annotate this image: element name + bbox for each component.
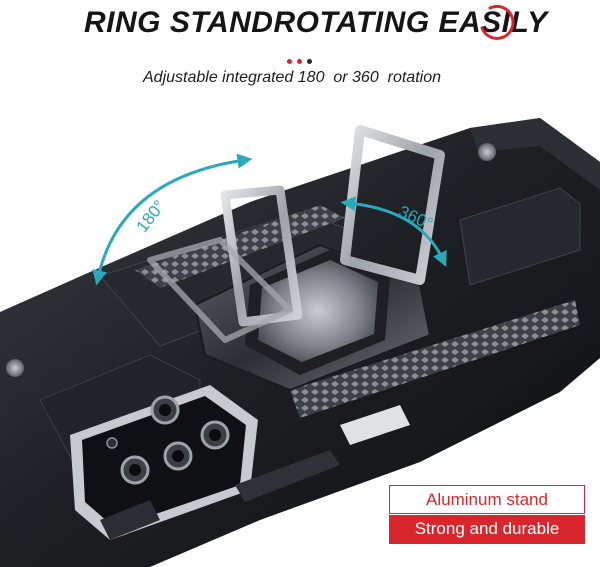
subtitle: Adjustable integrated 180 or 360 rotatio… — [143, 69, 441, 86]
dot-3 — [307, 59, 312, 64]
feature-badge-durable: Strong and durable — [389, 515, 585, 544]
product-photo: 180° 360° — [0, 118, 600, 567]
dot-1 — [287, 59, 292, 64]
angle-180-label: 180° — [133, 197, 170, 236]
decorative-dots — [287, 59, 312, 64]
feature-badge-aluminum: Aluminum stand — [389, 485, 585, 514]
page-title: RING STANDROTATING EASILY — [84, 6, 548, 39]
dot-2 — [297, 59, 302, 64]
ring-icon — [480, 4, 515, 40]
